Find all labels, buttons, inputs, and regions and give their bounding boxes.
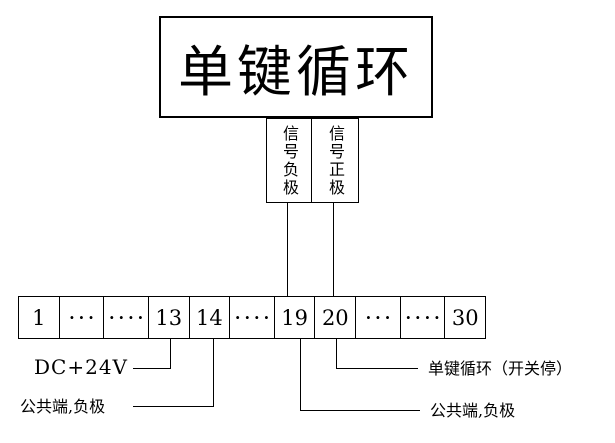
terminal-cell-14: 14 xyxy=(190,297,231,338)
wire-terminal-14-horizontal xyxy=(133,406,214,407)
signal-negative-label: 信号负极 xyxy=(280,124,299,197)
label-dc24v: DC+24V xyxy=(34,355,128,379)
signal-negative-box: 信号负极 xyxy=(266,118,312,203)
wire-terminal-13-horizontal xyxy=(133,368,171,369)
terminal-cell-dots: ··· xyxy=(356,297,401,338)
wire-terminal-20-vertical xyxy=(336,339,337,368)
terminal-cell-dots: ··· xyxy=(60,297,105,338)
terminal-cell-19: 19 xyxy=(275,297,316,338)
wire-terminal-14-vertical xyxy=(213,339,214,406)
device-title-box: 单键循环 xyxy=(159,16,433,118)
terminal-strip: 1 ··· ···· 13 14 ···· 19 20 ··· ···· 30 xyxy=(18,296,486,339)
wire-terminal-19-vertical xyxy=(300,339,301,410)
label-single-key-cycle: 单键循环（开关停） xyxy=(428,359,573,378)
label-common-negative-right: 公共端,负极 xyxy=(430,401,516,420)
terminal-cell-30: 30 xyxy=(451,305,479,330)
wire-signal-negative xyxy=(287,203,288,296)
wire-terminal-13-vertical xyxy=(170,339,171,368)
wire-terminal-20-horizontal xyxy=(336,368,418,369)
signal-positive-box: 信号正极 xyxy=(311,118,359,203)
wire-signal-positive xyxy=(333,203,334,296)
terminal-cell-1: 1 xyxy=(19,297,60,338)
label-common-negative-left: 公共端,负极 xyxy=(20,397,106,416)
wire-terminal-19-horizontal xyxy=(300,410,420,411)
terminal-cell-dots: ···· xyxy=(230,297,275,338)
terminal-cell-20: 20 xyxy=(315,297,357,338)
terminal-cell-13: 13 xyxy=(149,297,190,338)
terminal-cell-dots: ···· xyxy=(401,297,446,338)
device-title: 单键循环 xyxy=(177,40,414,104)
signal-positive-label: 信号正极 xyxy=(326,124,345,197)
terminal-cell-dots: ···· xyxy=(104,297,149,338)
